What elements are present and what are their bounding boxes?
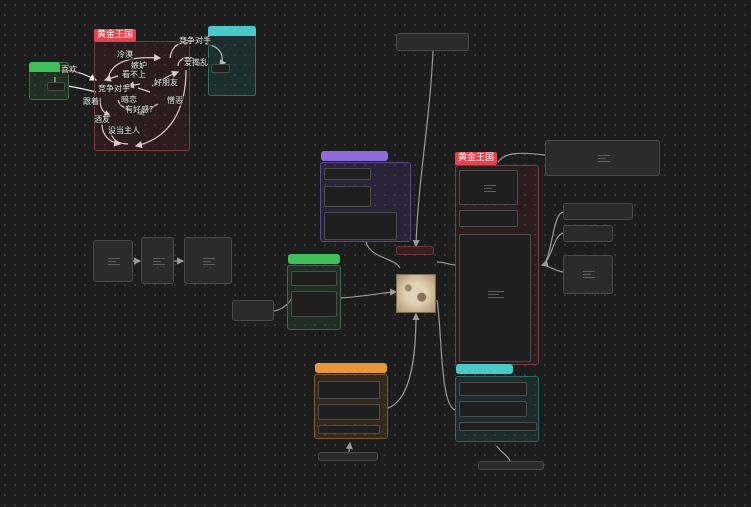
label-follow: 跟着 <box>82 97 100 107</box>
top-right-node[interactable] <box>545 140 660 176</box>
wire-top-right-to-red <box>497 152 546 163</box>
right-input-2[interactable] <box>563 225 613 242</box>
text-lines-icon <box>583 271 595 279</box>
right-input-3[interactable] <box>563 255 613 294</box>
wire-orange-to-center <box>387 312 420 409</box>
green-mini-node-field[interactable] <box>47 82 65 91</box>
map-image[interactable] <box>396 274 436 313</box>
right-node-field-3[interactable] <box>459 234 531 362</box>
green-mini-node-header[interactable] <box>29 62 60 72</box>
green-node-field-2[interactable] <box>291 291 337 317</box>
text-lines-icon <box>488 291 504 299</box>
wire-right-c <box>541 264 564 273</box>
top-center-node[interactable] <box>396 33 469 51</box>
input-node[interactable] <box>232 300 274 321</box>
right-input-1[interactable] <box>563 203 633 220</box>
rel-link-left <box>67 85 97 93</box>
wire-bottom-to-cyan <box>496 445 511 462</box>
cyan-node-header[interactable] <box>456 364 513 374</box>
chain-node-1[interactable] <box>93 240 133 282</box>
green-mini-node[interactable] <box>29 62 69 100</box>
label-no-owner: 没当主人 <box>107 126 141 136</box>
right-node-field-2[interactable] <box>459 210 518 227</box>
cyan-mini-node-header[interactable] <box>208 26 256 36</box>
cyan-node-field-3[interactable] <box>459 422 537 431</box>
wire-center-to-red <box>436 261 457 266</box>
label-mess: 爱捣乱 <box>183 58 209 68</box>
chain-node-2[interactable] <box>141 237 174 284</box>
label-crush: 暗恋 <box>120 95 138 105</box>
group-frame-right[interactable] <box>455 165 539 365</box>
green-node[interactable] <box>287 265 341 330</box>
label-hate: 憎恶 <box>166 96 184 106</box>
text-lines-icon <box>203 258 215 266</box>
label-like: 喜欢 <box>60 65 78 75</box>
purple-node[interactable] <box>320 162 411 242</box>
purple-node-field-2[interactable] <box>324 186 371 207</box>
group-title-right[interactable]: 黄金王国 <box>455 152 498 165</box>
cyan-node-field-1[interactable] <box>459 382 527 396</box>
green-node-header[interactable] <box>288 254 340 264</box>
wire-green-to-center <box>340 288 398 299</box>
wire-cyan-to-center <box>436 299 456 411</box>
wire-bottom-to-orange <box>345 441 353 453</box>
text-lines-icon <box>108 258 120 266</box>
label-good-friend: 好朋友 <box>153 78 179 88</box>
label-jealous: 嫉妒 <box>130 61 148 71</box>
label-cold: 冷漠 <box>116 50 134 60</box>
wire-top-to-center <box>412 50 434 248</box>
cyan-mini-node[interactable] <box>208 26 256 96</box>
cyan-mini-node-field[interactable] <box>211 64 230 73</box>
label-look-down: 看不上 <box>121 70 147 80</box>
cyan-node-field-2[interactable] <box>459 401 527 417</box>
group-title-top-left[interactable]: 黄金王国 <box>94 29 137 42</box>
green-node-field-1[interactable] <box>291 271 337 286</box>
text-lines-icon <box>484 185 496 193</box>
purple-node-header[interactable] <box>321 151 388 161</box>
orange-node[interactable] <box>314 374 388 439</box>
right-node-field-1[interactable] <box>459 170 518 205</box>
purple-node-field-1[interactable] <box>324 168 371 180</box>
label-competitor-top: 竞争对手 <box>178 36 212 46</box>
purple-node-field-3[interactable] <box>324 212 397 240</box>
wire-right-b <box>541 232 564 266</box>
cyan-input-node[interactable] <box>478 461 544 470</box>
wire-purple-to-center <box>365 241 401 269</box>
text-lines-icon <box>153 258 165 266</box>
orange-node-field-1[interactable] <box>318 381 380 399</box>
orange-input-node[interactable] <box>318 452 378 461</box>
wire-right-a <box>540 211 564 267</box>
cyan-node[interactable] <box>455 376 539 442</box>
label-drinking-buddy: 酒友 <box>93 115 111 125</box>
text-lines-icon <box>598 155 610 163</box>
label-competitor-mid: 竞争对手 <box>97 84 131 94</box>
label-goodwill: 有好感? <box>124 105 155 115</box>
orange-node-header[interactable] <box>315 363 387 373</box>
orange-node-field-3[interactable] <box>318 425 380 434</box>
chain-node-3[interactable] <box>184 237 232 284</box>
center-connector-bar[interactable] <box>396 246 434 255</box>
orange-node-field-2[interactable] <box>318 404 380 420</box>
